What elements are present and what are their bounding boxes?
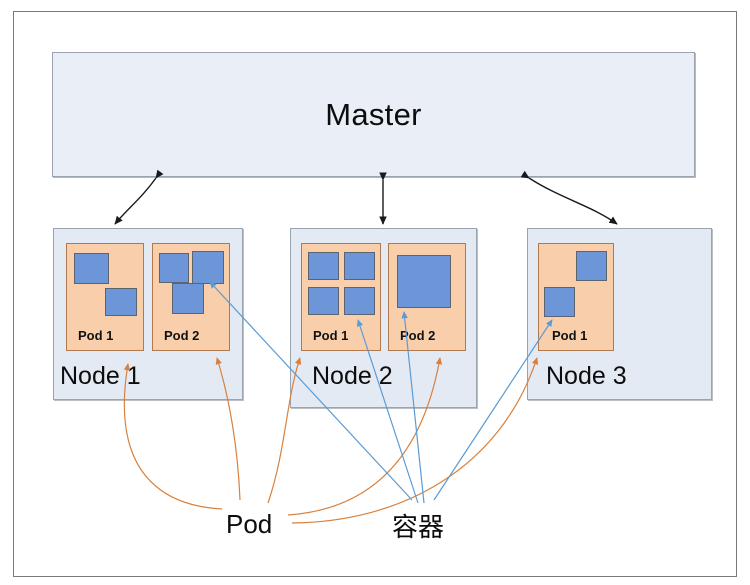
node-1-pod-2-container-1 [159,253,189,283]
node-2-pod-1-label: Pod 1 [313,328,349,343]
node-2-pod-2-label: Pod 2 [400,328,436,343]
node-3-pod-1-label: Pod 1 [552,328,588,343]
legend-label-pod: Pod [226,509,273,539]
node-1-pod-1-container-2 [105,288,137,316]
master-box[interactable]: Master [52,52,695,177]
node-1-pod-2-container-2 [192,251,224,284]
node-2-pod-1-container-3 [308,287,339,315]
node-2-pod-1-container-1 [308,252,339,280]
node-2-pod-2-container-1 [397,255,451,308]
node-3-label: Node 3 [546,362,627,390]
legend-label-container: 容器 [392,513,445,543]
node-1-label: Node 1 [60,362,141,390]
master-label: Master [325,96,422,132]
node-1-pod-2-label: Pod 2 [164,328,200,343]
node-1-pod-1-label: Pod 1 [78,328,114,343]
node-1-pod-1-container-1 [74,253,109,284]
node-3-pod-1-container-1 [576,251,607,281]
node-1-pod-2-container-3 [172,283,204,314]
node-2-label: Node 2 [312,362,393,390]
node-2-pod-1-container-2 [344,252,375,280]
node-2-pod-1-container-4 [344,287,375,315]
node-3-pod-1-container-2 [544,287,575,317]
